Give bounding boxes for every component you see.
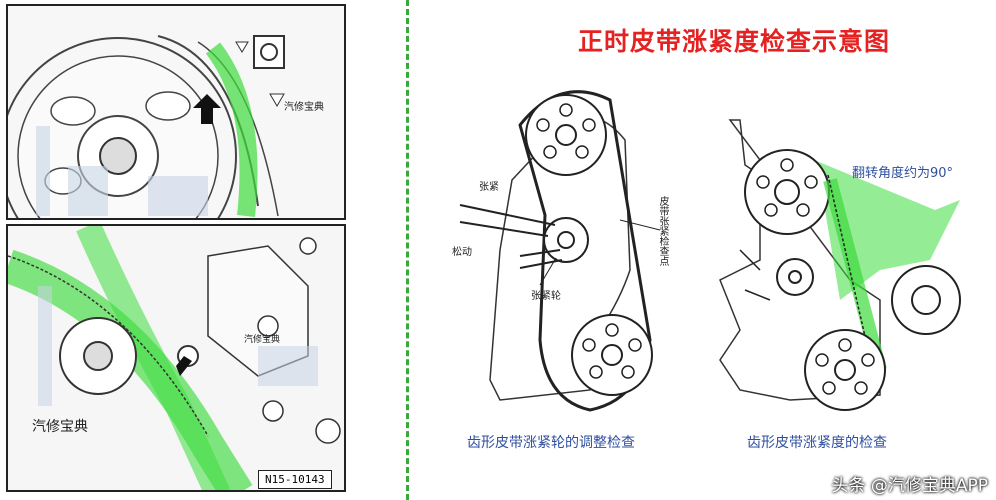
figure-code: N15-10143 <box>258 470 332 489</box>
caption-tensioner-adjust: 齿形皮带涨紧轮的调整检查 <box>467 435 635 451</box>
label-tensioner: 张紧轮 <box>531 291 561 302</box>
label-check-point: 皮带张紧检查点 <box>657 196 668 266</box>
rotation-angle-annotation: 翻转角度约为90° <box>852 166 954 181</box>
caption-tension-check: 齿形皮带涨紧度的检查 <box>747 435 887 451</box>
brand-label-large: 汽修宝典 <box>32 419 88 435</box>
dashed-divider <box>406 0 409 500</box>
label-tension: 张紧 <box>479 182 499 193</box>
bottom-left-panel: 汽修宝典 汽修宝典 <box>6 224 346 492</box>
tensioner-pulley-drawing <box>8 226 344 490</box>
diagram-title: 正时皮带涨紧度检查示意图 <box>578 27 891 56</box>
label-loosen: 松动 <box>452 247 472 258</box>
top-left-panel: 汽修宝典 <box>6 4 346 220</box>
camshaft-pulley-drawing <box>8 6 344 218</box>
source-watermark: 头条 @汽修宝典APP <box>831 476 988 496</box>
brand-label-top: 汽修宝典 <box>284 102 324 113</box>
brand-label-small: 汽修宝典 <box>244 335 281 345</box>
